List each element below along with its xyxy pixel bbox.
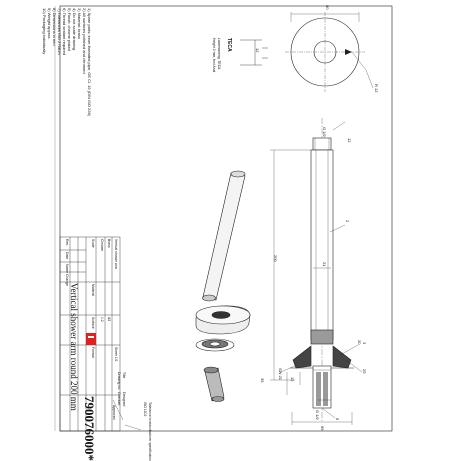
note-line: 9) Weight approx. bbox=[47, 8, 52, 116]
isometric-flange bbox=[196, 339, 234, 351]
dimension-top-diameter: 50 bbox=[325, 5, 330, 9]
dimension-ball: R 12 bbox=[374, 84, 379, 92]
note-tag: 2 bbox=[345, 220, 350, 222]
brand-logo-mark bbox=[86, 333, 96, 345]
dimension-small-12: 12 bbox=[255, 48, 260, 52]
note-tag: 5 bbox=[335, 418, 340, 420]
note-line: 1) Spare parts: inner threaded pipe, GE … bbox=[87, 8, 92, 116]
brand-note-line: Lasermarking: TECA bbox=[217, 38, 221, 69]
note-line: 10) Packaging individually bbox=[42, 8, 47, 116]
dimension-thread-top: G 1/2 bbox=[322, 127, 327, 137]
small-label: Material bbox=[91, 284, 95, 296]
title-block-row: A3 bbox=[107, 317, 111, 321]
dimension-hex: SW 21 bbox=[278, 368, 283, 380]
drawing-title: Vertical shower arm round 200 mm bbox=[69, 283, 79, 411]
title-block-row: Sheet 1/1 bbox=[114, 347, 118, 362]
note-line: 6) Thread sealant required bbox=[62, 8, 67, 116]
small-label: Format bbox=[91, 347, 95, 358]
side-label: Checked bbox=[117, 392, 121, 405]
dimension-base-diameter: 69 bbox=[320, 426, 325, 430]
side-label: Designed bbox=[122, 392, 126, 406]
title-block-row: 1:2 bbox=[100, 317, 104, 322]
title-block-row: Chrome bbox=[100, 239, 104, 251]
note-line: 5) Finish: chrome plated bbox=[67, 8, 72, 116]
brand-note-line: Height 2 mm, font Arial bbox=[212, 38, 216, 72]
title-block-row: Brass bbox=[107, 239, 111, 248]
section-view bbox=[270, 118, 362, 425]
small-label: Scale bbox=[91, 239, 95, 247]
tolerance-note: ISO 1302 bbox=[143, 402, 147, 416]
note-tag: 3 bbox=[362, 342, 367, 344]
part-number-suffix: * bbox=[82, 455, 97, 461]
brand-logo-text: TECA bbox=[226, 38, 232, 52]
small-label: Surface bbox=[91, 317, 95, 329]
isometric-nipple bbox=[204, 367, 224, 402]
isometric-pipe bbox=[203, 171, 246, 301]
part-number-value: 790076000 bbox=[82, 396, 97, 455]
note-line: 4) Do not scale drawing bbox=[72, 8, 77, 116]
side-label: Drawing no. bbox=[117, 372, 121, 390]
dimension-base-2: 25 bbox=[362, 369, 367, 373]
revision-label: Rev. bbox=[65, 239, 69, 246]
part-number: 790076000* bbox=[81, 396, 97, 461]
drawing-sheet: 1) Spare parts: inner threaded pipe, GE … bbox=[0, 0, 450, 450]
note-line: 8) Dimensions in mm bbox=[52, 8, 57, 116]
tolerance-note: Tolerance to manufacturer specification bbox=[148, 402, 152, 461]
side-label: Approved bbox=[112, 405, 116, 420]
note-line: 7) Tolerances ISO 2768-m bbox=[57, 8, 62, 116]
dimension-shaft-diameter: 21 bbox=[322, 262, 327, 266]
dimension-39: 39 bbox=[260, 378, 265, 382]
revision-label: Date bbox=[65, 252, 69, 259]
dimension-12: 12 bbox=[290, 377, 295, 381]
dimension-wall-top: 12 bbox=[347, 138, 352, 142]
isometric-rosette bbox=[196, 306, 250, 334]
revision-label: Change bbox=[65, 274, 69, 286]
laser-marking-detail bbox=[240, 40, 268, 65]
side-label: Title bbox=[122, 372, 126, 378]
dimension-length-total: 200 bbox=[273, 255, 278, 262]
revision-label: Name bbox=[65, 264, 69, 273]
general-notes: 1) Spare parts: inner threaded pipe, GE … bbox=[42, 8, 92, 116]
dimension-thread-bottom: G 1/2 bbox=[315, 410, 320, 420]
top-view-rosette bbox=[285, 12, 373, 92]
title-block-row: Vertical shower arm bbox=[114, 239, 118, 269]
